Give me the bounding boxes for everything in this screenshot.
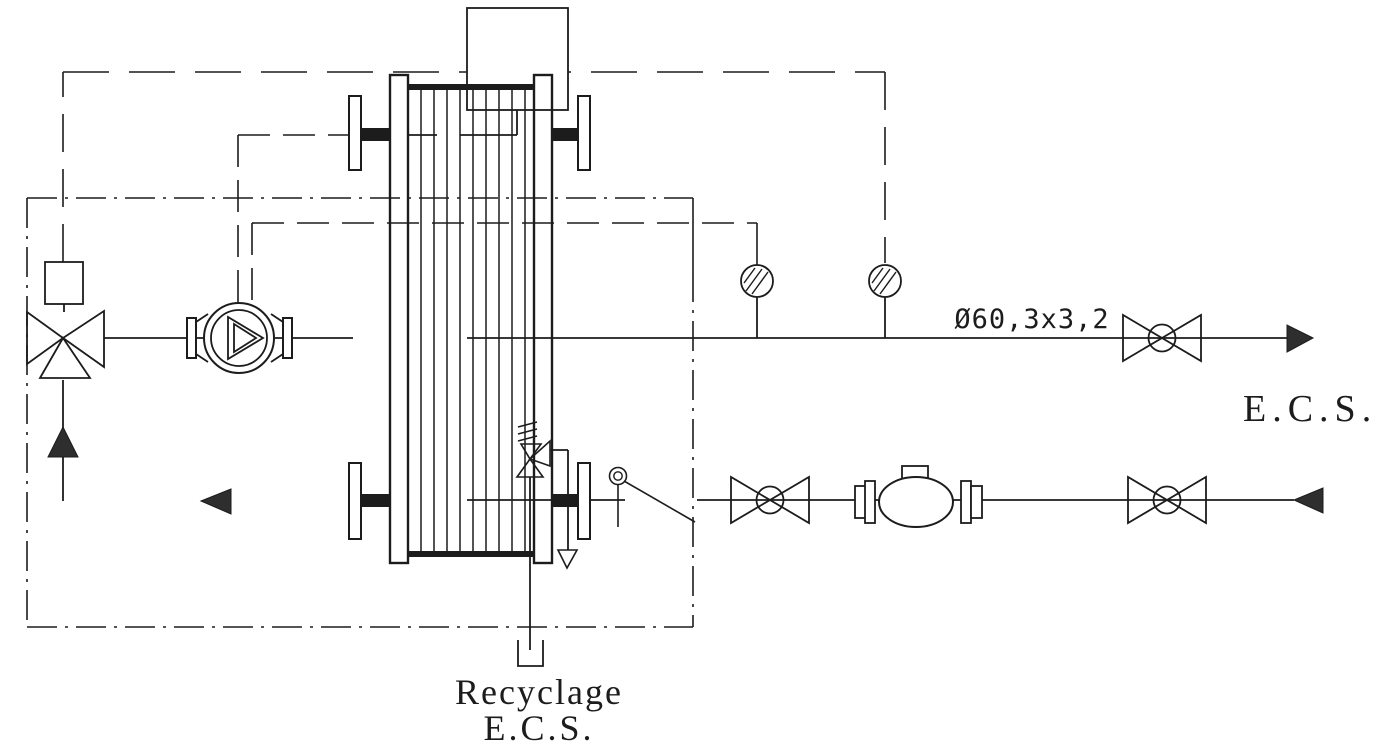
plate-heat-exchanger-icon: [348, 73, 591, 565]
pipe-size-label: Ø60,3x3,2: [954, 304, 1109, 335]
flow-arrow-left-icon: [199, 488, 232, 515]
thermometer-gauge-icon: [740, 264, 774, 298]
three-way-valve-icon: [26, 261, 105, 379]
drain-tundish-icon: [517, 640, 544, 667]
flow-arrows: [47, 324, 1324, 515]
port-stub-icon: [552, 494, 580, 507]
exchanger-end-plate-right: [532, 73, 554, 565]
exchanger-end-plate-left: [388, 73, 410, 565]
ecs-outlet-label: E.C.S.: [1243, 388, 1377, 430]
flange-icon: [577, 462, 591, 540]
flow-arrow-up-icon: [47, 425, 79, 458]
pipes: [62, 110, 1294, 650]
valve-actuator-icon: [44, 261, 84, 305]
flange-icon: [348, 462, 362, 540]
port-stub-icon: [552, 128, 580, 141]
flange-icon: [577, 95, 591, 171]
recyclage-label-line1: Recyclage: [455, 672, 623, 712]
recyclage-label-line2: E.C.S.: [483, 708, 594, 748]
boundary-dashed-lines: [26, 71, 886, 628]
exchanger-bottom-bar: [408, 551, 534, 557]
relief-discharge-arrow-icon: [556, 549, 579, 570]
circulation-pump-icon: [186, 302, 293, 374]
flange-icon: [348, 95, 362, 171]
safety-relief-valve-icon: [515, 421, 579, 570]
exchanger-top-bar: [408, 84, 534, 90]
port-stub-icon: [362, 494, 390, 507]
port-stub-icon: [362, 128, 390, 141]
temperature-sensor-icon: [608, 466, 696, 527]
flow-arrow-right-icon: [1286, 324, 1315, 353]
water-meter-icon: [854, 465, 983, 528]
thermometer-gauge-icon: [868, 264, 902, 298]
flow-arrow-left-icon: [1292, 487, 1324, 514]
